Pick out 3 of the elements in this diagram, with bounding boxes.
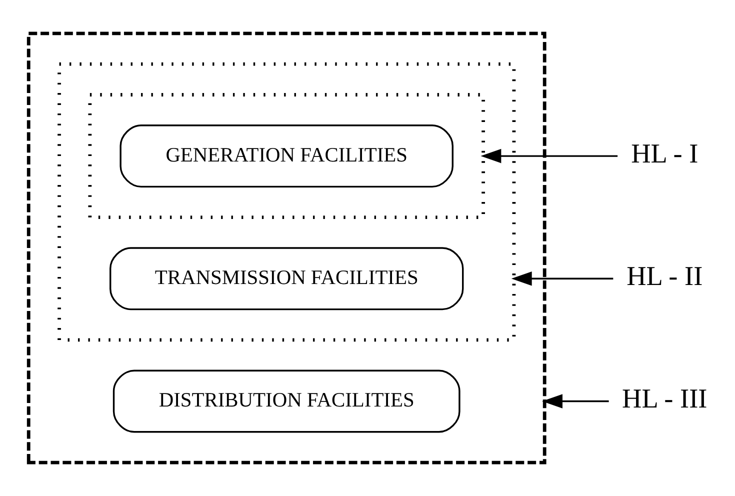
node-text: HL - I: [631, 138, 698, 169]
node-text: HL - II: [626, 261, 703, 292]
node-text: HL - III: [622, 384, 708, 414]
